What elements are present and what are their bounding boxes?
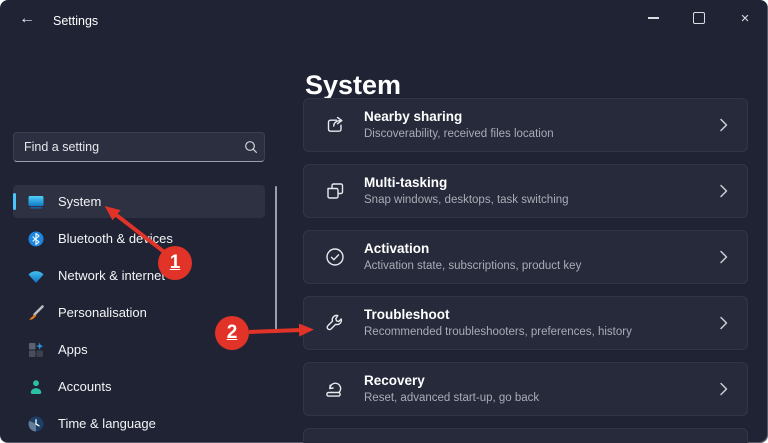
close-button[interactable]: × (722, 0, 768, 36)
maximize-icon (693, 12, 705, 24)
sidebar-scrollbar[interactable] (275, 186, 277, 333)
sidebar-item-bluetooth-devices[interactable]: Bluetooth & devices (13, 222, 265, 255)
chevron-right-icon (719, 316, 729, 330)
card-title: Recovery (364, 373, 425, 388)
close-icon: × (740, 9, 750, 27)
sidebar-item-network-internet[interactable]: Network & internet (13, 259, 265, 292)
card-title: Troubleshoot (364, 307, 450, 322)
card-title: Multi-tasking (364, 175, 448, 190)
card-subtitle: Recommended troubleshooters, preferences… (364, 326, 632, 338)
system-monitor-icon (26, 192, 46, 212)
sidebar-item-label: Personalisation (58, 305, 147, 320)
share-icon (324, 114, 346, 136)
window-controls: × (630, 0, 768, 36)
card-troubleshoot[interactable]: Troubleshoot Recommended troubleshooters… (303, 296, 748, 350)
recovery-arrow-icon (324, 378, 346, 400)
paintbrush-icon (26, 303, 46, 323)
minimize-icon (647, 17, 659, 19)
selection-accent-bar (13, 193, 16, 210)
multitask-windows-icon (324, 180, 346, 202)
chevron-right-icon (719, 250, 729, 264)
search-input[interactable] (14, 140, 238, 154)
apps-grid-icon (26, 340, 46, 360)
sidebar-item-label: System (58, 194, 102, 209)
sidebar-item-apps[interactable]: Apps (13, 333, 265, 366)
card-partial-clipped[interactable] (303, 428, 748, 443)
sidebar-item-label: Apps (58, 342, 88, 357)
titlebar: ← Settings × (0, 0, 768, 40)
person-icon (26, 377, 46, 397)
settings-card-list: Nearby sharing Discoverability, received… (303, 98, 748, 443)
bluetooth-icon (26, 229, 46, 249)
card-subtitle: Snap windows, desktops, task switching (364, 194, 569, 206)
page-title: System (305, 70, 402, 101)
checkmark-circle-icon (324, 246, 346, 268)
back-button[interactable]: ← (8, 3, 46, 33)
maximize-button[interactable] (676, 0, 722, 36)
card-subtitle: Activation state, subscriptions, product… (364, 260, 582, 272)
sidebar-nav: System Bluetooth & devices Network & int… (13, 185, 265, 443)
card-activation[interactable]: Activation Activation state, subscriptio… (303, 230, 748, 284)
window-title: Settings (53, 14, 99, 28)
card-title: Activation (364, 241, 430, 256)
sidebar-item-personalisation[interactable]: Personalisation (13, 296, 265, 329)
wifi-icon (26, 266, 46, 286)
sidebar-item-time-language[interactable]: Time & language (13, 407, 265, 440)
sidebar-item-label: Time & language (58, 416, 156, 431)
clock-icon (26, 414, 46, 434)
search-icon[interactable] (238, 140, 264, 154)
card-title: Nearby sharing (364, 109, 463, 124)
chevron-right-icon (719, 382, 729, 396)
card-multi-tasking[interactable]: Multi-tasking Snap windows, desktops, ta… (303, 164, 748, 218)
card-recovery[interactable]: Recovery Reset, advanced start-up, go ba… (303, 362, 748, 416)
card-subtitle: Reset, advanced start-up, go back (364, 392, 540, 404)
card-nearby-sharing[interactable]: Nearby sharing Discoverability, received… (303, 98, 748, 152)
back-arrow-icon: ← (19, 10, 35, 27)
sidebar-item-accounts[interactable]: Accounts (13, 370, 265, 403)
minimize-button[interactable] (630, 0, 676, 36)
chevron-right-icon (719, 118, 729, 132)
sidebar-item-label: Bluetooth & devices (58, 231, 173, 246)
chevron-right-icon (719, 184, 729, 198)
sidebar-item-label: Network & internet (58, 268, 165, 283)
search-box (13, 132, 265, 162)
card-subtitle: Discoverability, received files location (364, 128, 554, 140)
wrench-icon (324, 312, 346, 334)
sidebar-item-system[interactable]: System (13, 185, 265, 218)
sidebar-item-label: Accounts (58, 379, 112, 394)
